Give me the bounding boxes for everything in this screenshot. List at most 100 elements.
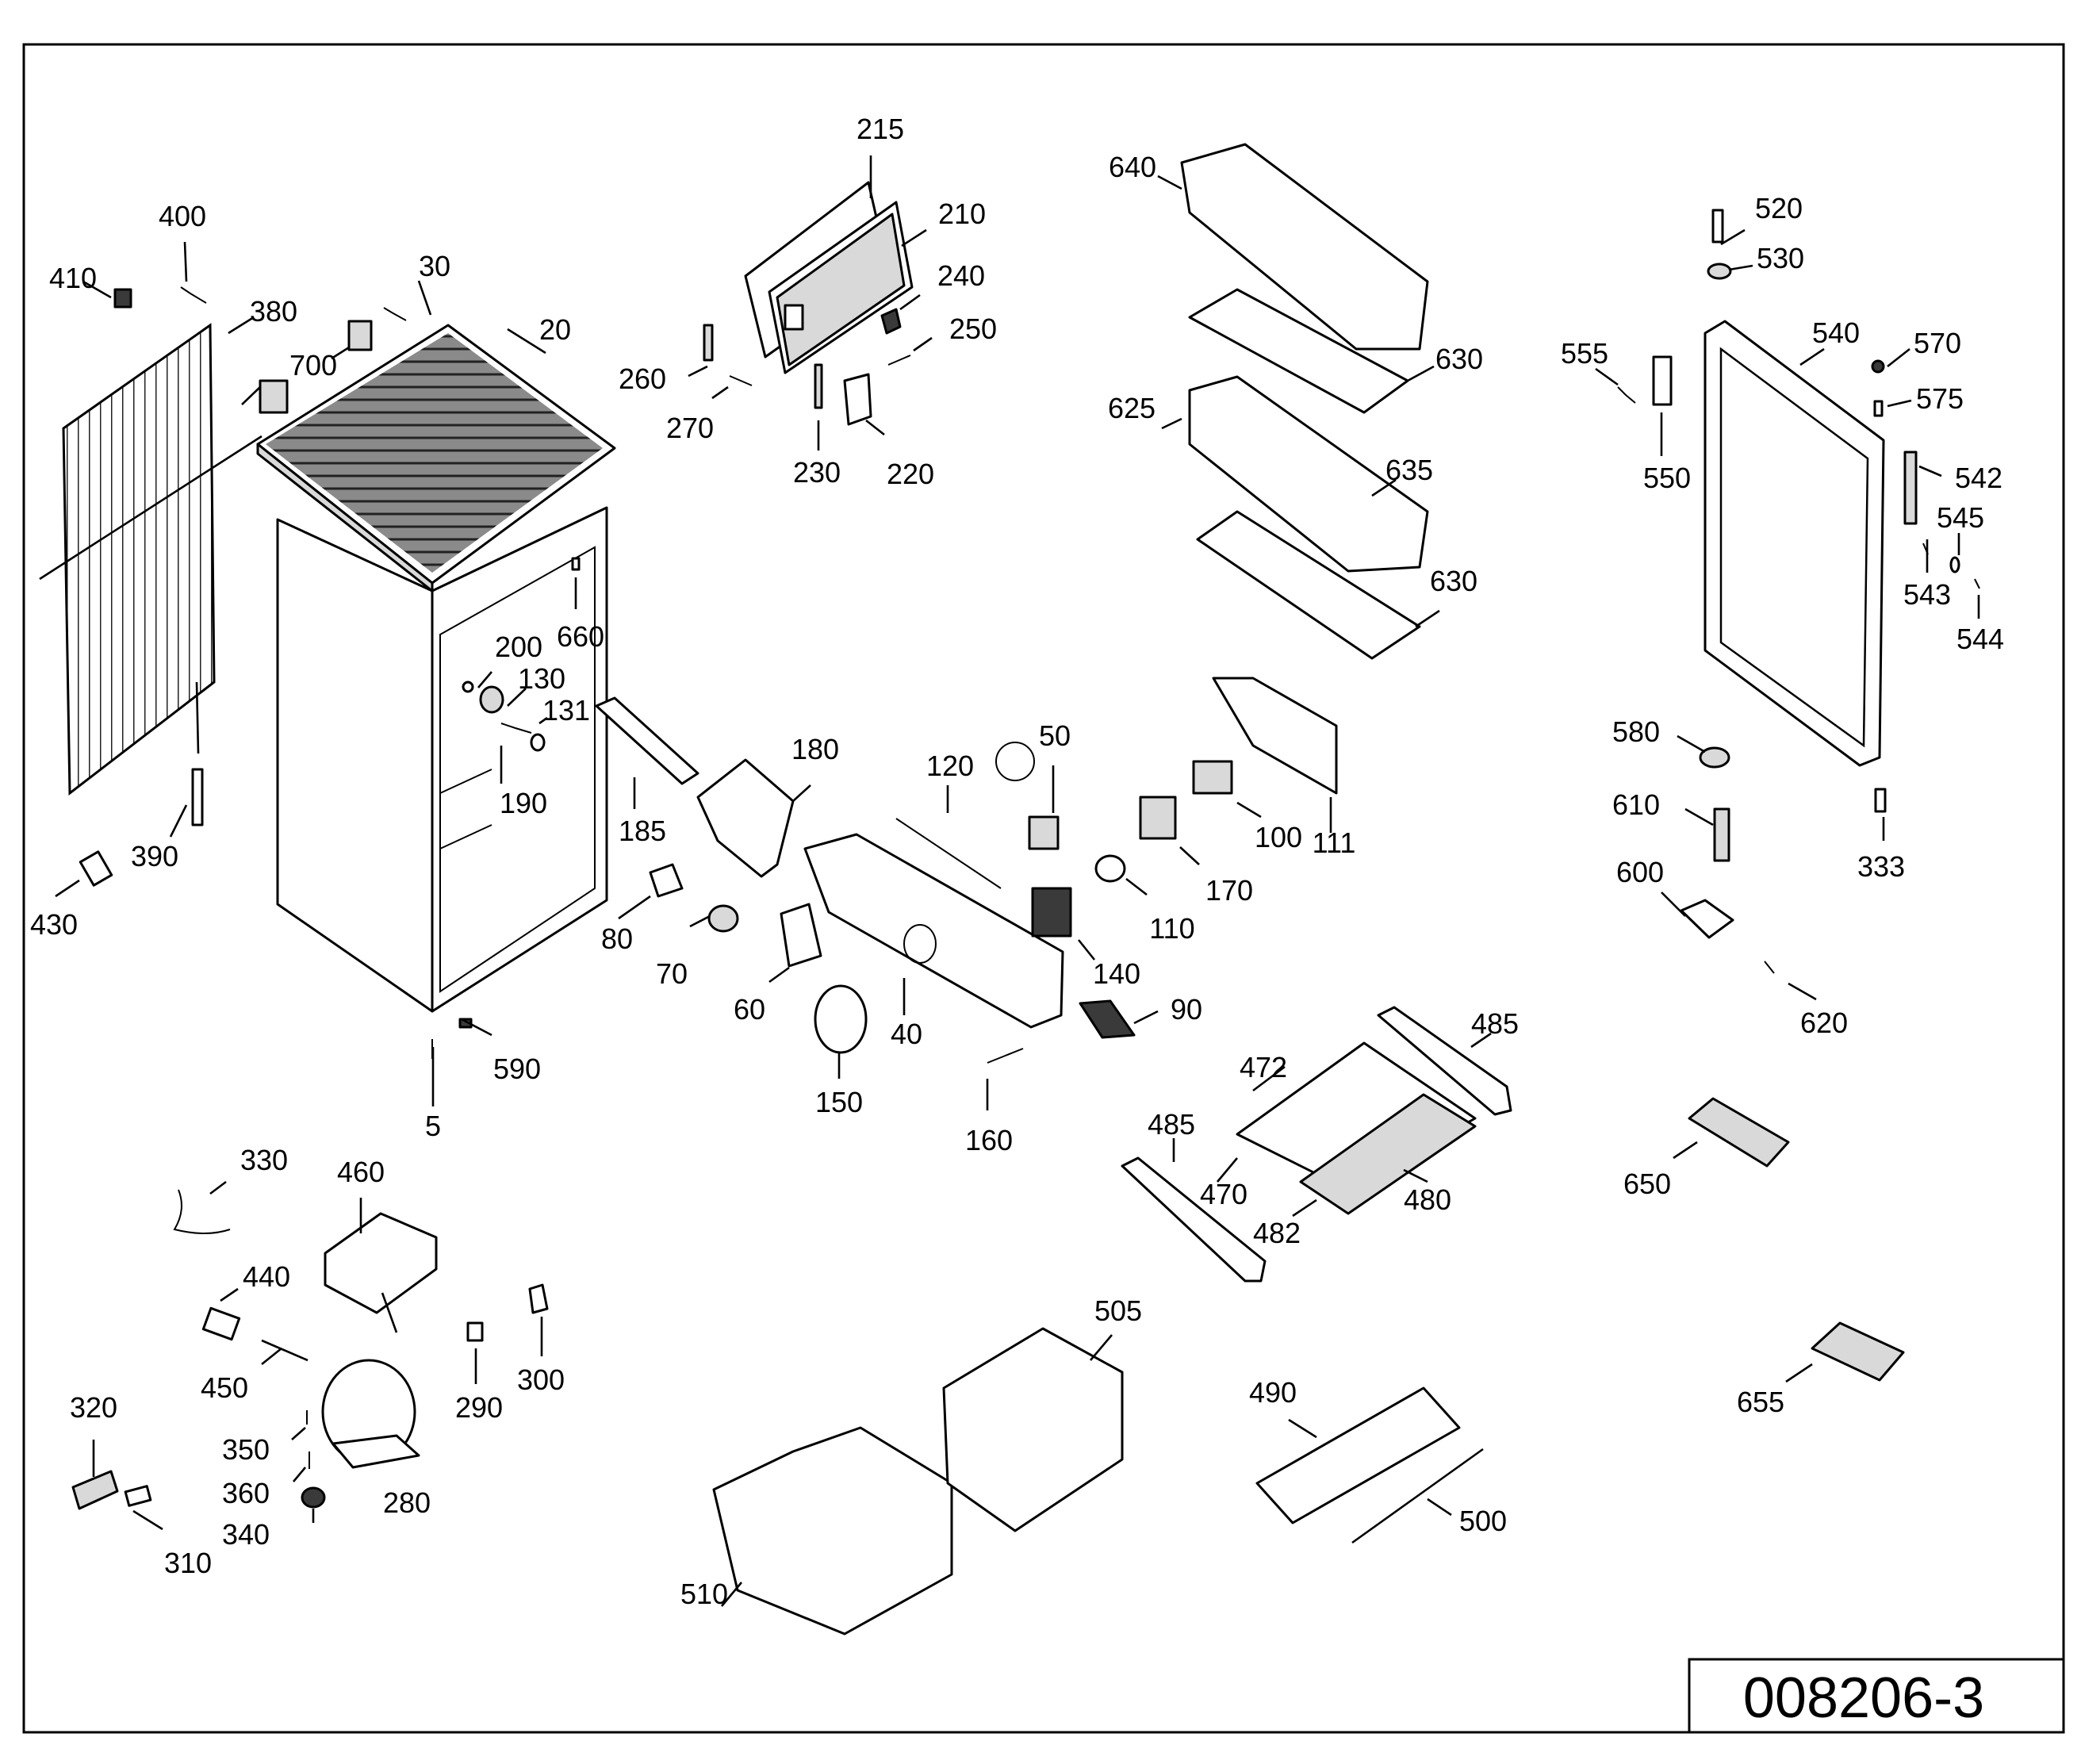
screw-30-part bbox=[383, 307, 407, 321]
pcb-111-part bbox=[1212, 677, 1338, 795]
label-160: 160 bbox=[965, 1124, 1013, 1156]
egg-tray-650-part bbox=[1688, 1097, 1790, 1168]
label-630-lower: 630 bbox=[1430, 565, 1477, 597]
label-490: 490 bbox=[1249, 1376, 1297, 1409]
label-543: 543 bbox=[1903, 578, 1951, 611]
condenser-clip-part bbox=[113, 288, 132, 309]
pin-544-part bbox=[1974, 578, 1980, 589]
screw-660-part bbox=[571, 557, 581, 571]
label-460: 460 bbox=[337, 1156, 385, 1188]
label-360: 360 bbox=[222, 1477, 270, 1509]
label-450: 450 bbox=[201, 1371, 248, 1404]
drier-390-part bbox=[191, 768, 204, 826]
screw-620-part bbox=[1764, 961, 1775, 974]
handle-220-part bbox=[843, 373, 872, 426]
cabinet-part bbox=[276, 506, 608, 1013]
label-580: 580 bbox=[1612, 715, 1660, 748]
label-240: 240 bbox=[937, 259, 985, 292]
label-542: 542 bbox=[1955, 462, 2002, 494]
label-482: 482 bbox=[1253, 1217, 1301, 1249]
reference-box bbox=[1688, 1658, 2065, 1734]
label-430: 430 bbox=[30, 908, 78, 941]
label-400: 400 bbox=[159, 200, 206, 232]
screw-190-part bbox=[500, 723, 532, 734]
label-350: 350 bbox=[222, 1433, 270, 1466]
power-cord-330-part bbox=[173, 1189, 231, 1234]
label-700: 700 bbox=[289, 349, 337, 382]
pin-333-part bbox=[1874, 788, 1887, 813]
label-215: 215 bbox=[857, 113, 904, 145]
screw-400-part bbox=[180, 286, 207, 304]
label-472: 472 bbox=[1240, 1051, 1287, 1083]
label-170: 170 bbox=[1205, 874, 1253, 907]
tube-450-part bbox=[261, 1339, 309, 1362]
sleeve-440-part bbox=[201, 1306, 241, 1341]
label-270: 270 bbox=[666, 412, 714, 444]
latch-542-part bbox=[1903, 451, 1918, 525]
trim-500-part bbox=[1351, 1448, 1484, 1544]
label-250: 250 bbox=[949, 313, 997, 345]
freezer-door-part bbox=[744, 181, 914, 374]
label-530: 530 bbox=[1757, 242, 1804, 274]
label-485-right: 485 bbox=[1471, 1007, 1519, 1040]
label-390: 390 bbox=[131, 840, 178, 872]
hinge-600-part bbox=[1680, 899, 1734, 939]
label-140: 140 bbox=[1093, 957, 1140, 990]
reference-number: 008206-3 bbox=[1743, 1666, 1984, 1730]
grommet-340-part bbox=[301, 1486, 326, 1509]
label-480: 480 bbox=[1404, 1183, 1451, 1216]
connector-90-part bbox=[1079, 999, 1136, 1039]
hinge-260-part bbox=[703, 324, 714, 362]
label-640: 640 bbox=[1109, 151, 1156, 183]
control-housing-part bbox=[803, 833, 1064, 1029]
label-510: 510 bbox=[680, 1578, 728, 1610]
label-655: 655 bbox=[1737, 1386, 1784, 1418]
label-230: 230 bbox=[793, 456, 841, 489]
label-575: 575 bbox=[1916, 382, 1964, 415]
label-50: 50 bbox=[1039, 719, 1071, 752]
label-100: 100 bbox=[1255, 821, 1302, 853]
drawing-border bbox=[22, 43, 2065, 1734]
lamp-80-part bbox=[649, 863, 684, 898]
grommet-290-part bbox=[466, 1321, 484, 1342]
clip-700-lower-part bbox=[259, 379, 289, 414]
label-600: 600 bbox=[1616, 856, 1664, 888]
label-500: 500 bbox=[1459, 1505, 1507, 1537]
glass-490-part bbox=[1255, 1386, 1461, 1524]
label-20: 20 bbox=[539, 313, 571, 346]
label-110: 110 bbox=[1149, 912, 1194, 945]
thermostat-50-part bbox=[1028, 815, 1060, 850]
part-labels: 5 20 30 40 50 60 70 80 90 100 110 111 12… bbox=[30, 113, 2004, 1610]
screw-160-part bbox=[987, 1048, 1024, 1064]
label-540: 540 bbox=[1812, 316, 1860, 349]
label-5: 5 bbox=[425, 1110, 441, 1142]
label-505: 505 bbox=[1094, 1294, 1142, 1327]
label-80: 80 bbox=[601, 922, 633, 955]
relay-320-part bbox=[71, 1470, 119, 1510]
ice-tray-655-part bbox=[1811, 1321, 1905, 1382]
label-90: 90 bbox=[1171, 993, 1202, 1026]
label-320: 320 bbox=[70, 1391, 117, 1424]
label-300: 300 bbox=[517, 1363, 565, 1396]
label-625: 625 bbox=[1108, 392, 1155, 424]
drawer-510-part bbox=[712, 1426, 953, 1636]
leader-lines bbox=[55, 155, 1980, 1607]
label-410: 410 bbox=[49, 262, 97, 294]
label-111: 111 bbox=[1313, 826, 1356, 859]
hinge-pin-610-part bbox=[1713, 807, 1730, 862]
light-cover-part bbox=[696, 758, 795, 878]
label-210: 210 bbox=[938, 197, 986, 230]
control-housing-hole bbox=[903, 924, 937, 964]
screw-575-part bbox=[1873, 400, 1884, 417]
drawer-505-part bbox=[942, 1327, 1124, 1532]
clip-300-part bbox=[528, 1283, 549, 1314]
label-60: 60 bbox=[734, 993, 765, 1026]
door-shelf-625-part bbox=[1188, 375, 1429, 573]
hinge-230-part bbox=[814, 363, 823, 409]
label-260: 260 bbox=[619, 362, 666, 395]
label-333: 333 bbox=[1857, 850, 1905, 883]
lamp-holder-70-part bbox=[707, 904, 739, 933]
bolt-520-part bbox=[1711, 209, 1724, 244]
label-550: 550 bbox=[1643, 462, 1691, 494]
